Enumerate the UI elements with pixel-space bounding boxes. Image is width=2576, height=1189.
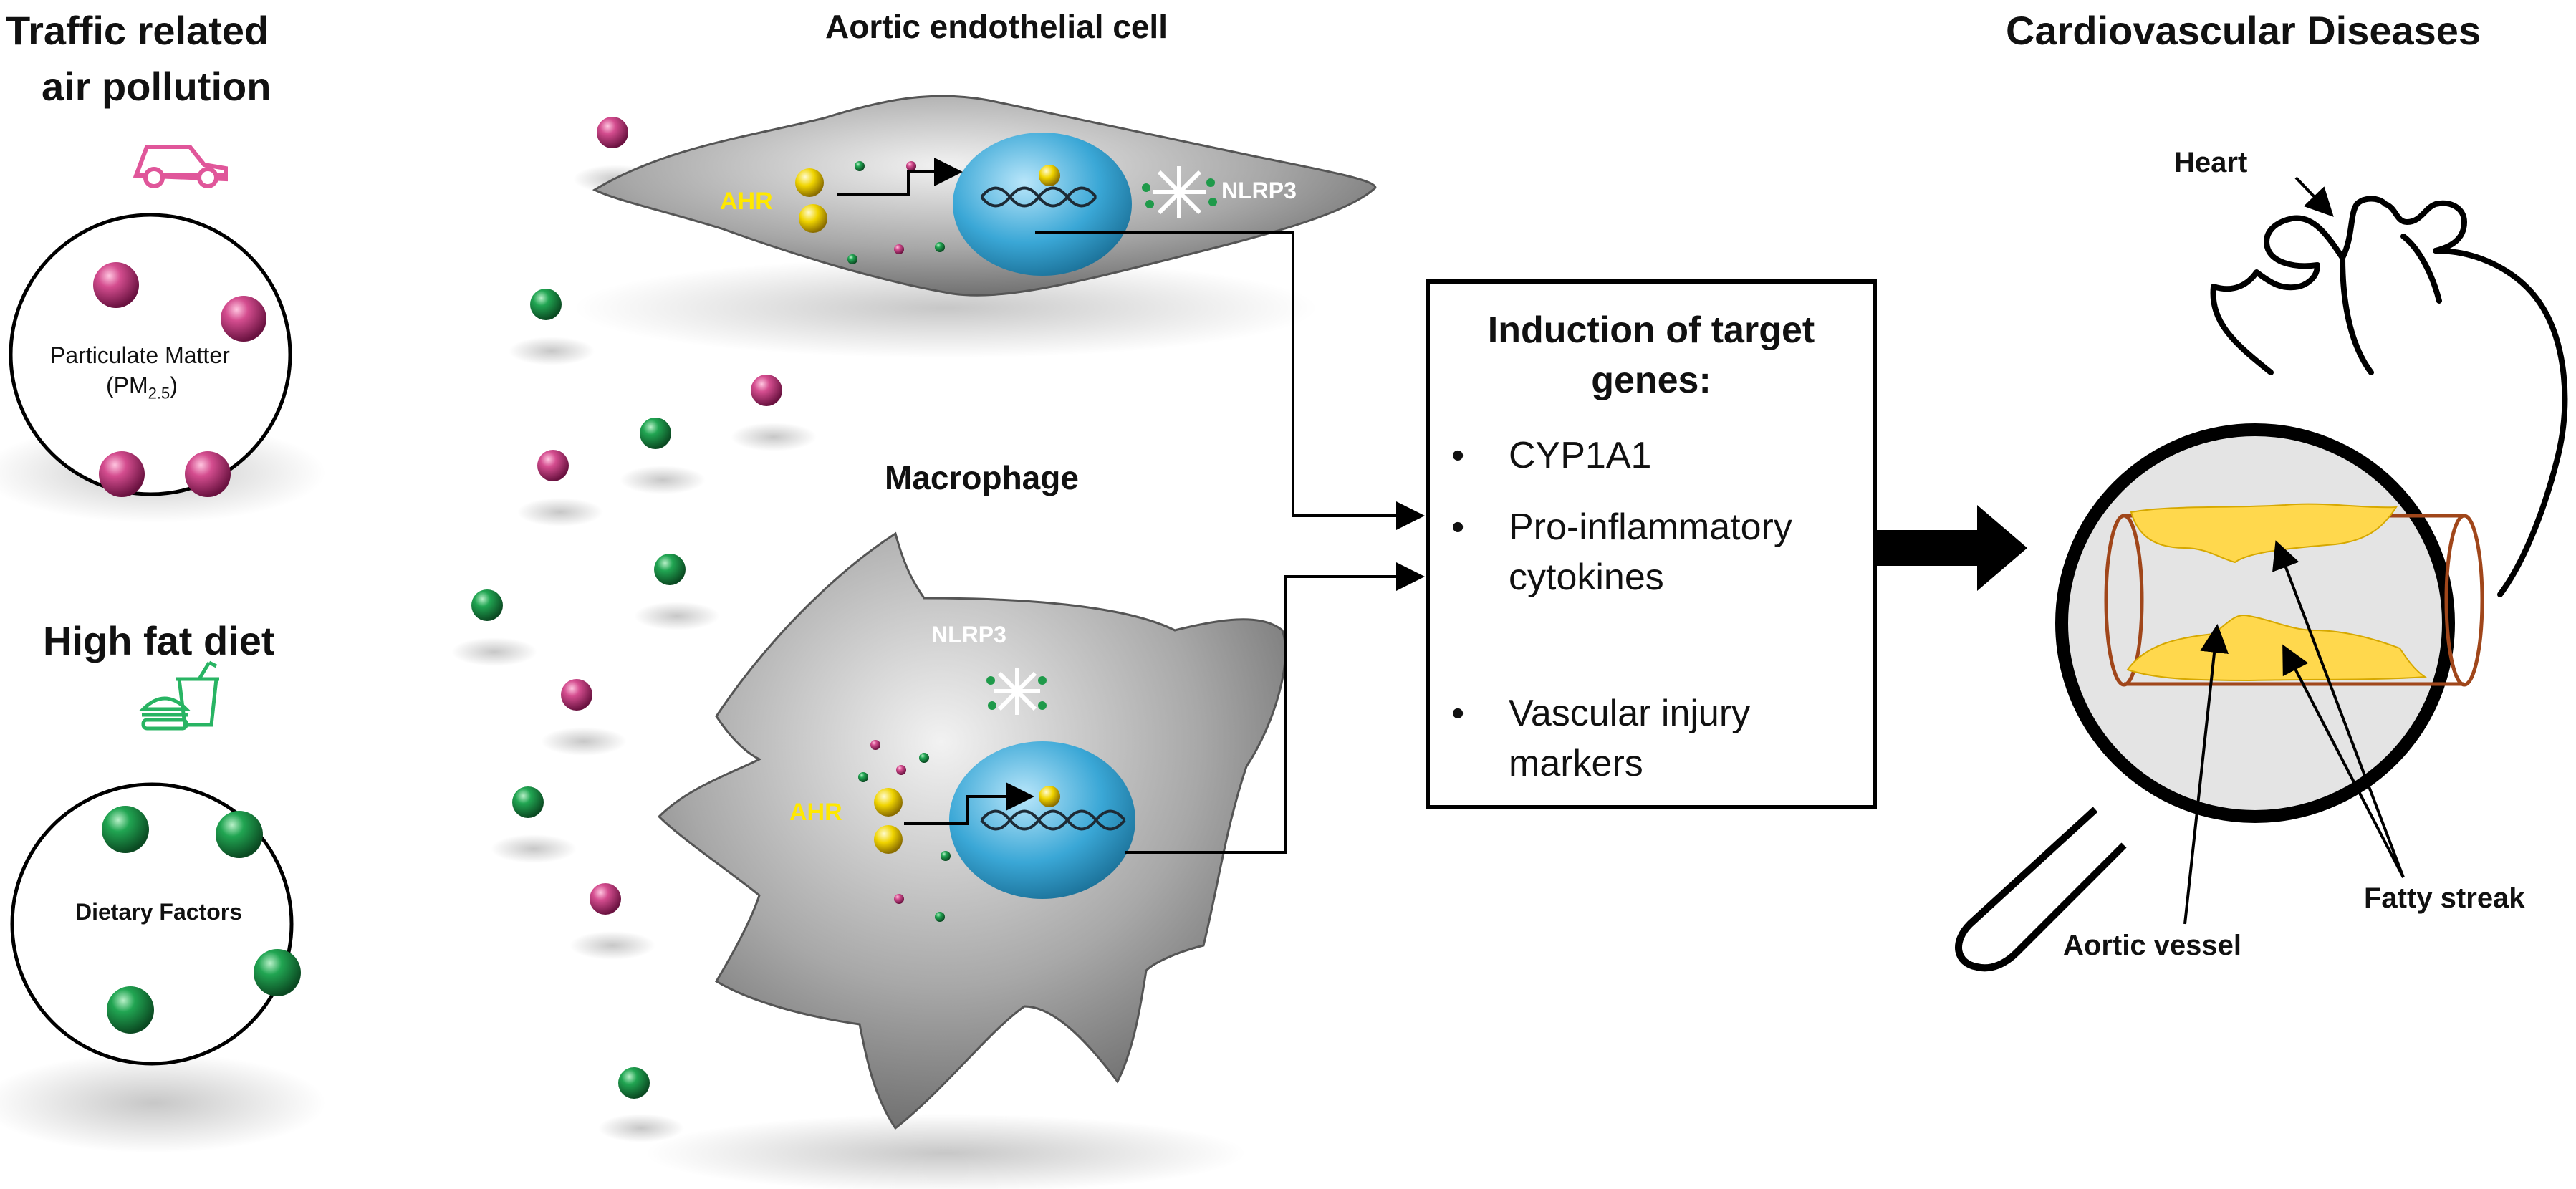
macrophage-nlrp3-label: NLRP3 — [931, 622, 1006, 648]
pm-label-line2: (PM2.5) — [106, 372, 178, 403]
fatty-streak-label: Fatty streak — [2364, 882, 2525, 914]
endothelial-nlrp3-label: NLRP3 — [1221, 178, 1297, 203]
car-icon — [133, 145, 228, 188]
diet-label: Dietary Factors — [75, 899, 242, 925]
target-gene-item-3: Vascular injury markers — [1509, 693, 1751, 784]
fast-food-icon — [138, 660, 219, 731]
macrophage-to-box-line — [1125, 562, 1425, 854]
heart-label: Heart — [2174, 147, 2248, 178]
pm-circle — [9, 213, 292, 496]
label-pointer-arrows — [2183, 176, 2405, 925]
macrophage-ahr-label: AHR — [789, 799, 842, 826]
target-genes-box: Induction of target genes: • CYP1A1 • Pr… — [1426, 279, 1877, 809]
traffic-title-line1: Traffic related — [6, 8, 269, 53]
cvd-title: Cardiovascular Diseases — [2006, 8, 2481, 53]
endothelial-nlrp3-icon — [1153, 166, 1206, 218]
endothelial-ahr-arrow — [837, 158, 963, 196]
big-right-arrow — [1877, 505, 2027, 591]
fatty-streak-top — [2130, 503, 2398, 564]
endothelial-title: Aortic endothelial cell — [825, 8, 1168, 45]
macrophage-nlrp3-icon — [994, 668, 1040, 715]
pm-label-subscript: 2.5 — [148, 384, 170, 403]
target-gene-item-2: Pro-inflammatory cytokines — [1509, 506, 1792, 598]
bullet-3: • — [1451, 693, 1465, 734]
heart-drawing — [2210, 196, 2568, 597]
endothelial-ahr-label: AHR — [720, 188, 773, 215]
endothelial-nucleus — [953, 133, 1132, 276]
pm-label-line1: Particulate Matter — [50, 342, 230, 368]
macrophage-ahr-arrow — [904, 782, 1034, 825]
diet-circle-shadow — [0, 1053, 326, 1153]
endothelial-to-box-line — [1035, 231, 1425, 530]
pm-label-suffix: ) — [170, 372, 178, 398]
target-genes-title: Induction of target genes: — [1487, 309, 1815, 401]
diet-circle — [10, 782, 294, 1066]
aortic-vessel-label: Aortic vessel — [2063, 930, 2242, 961]
pm-label-prefix: (PM — [106, 372, 148, 398]
bullet-1: • — [1451, 435, 1465, 476]
diet-title: High fat diet — [43, 618, 275, 663]
diet-particles — [102, 806, 301, 1034]
target-gene-item-1: CYP1A1 — [1509, 435, 1652, 476]
endothelial-small-particles — [847, 161, 945, 264]
macrophage-title: Macrophage — [885, 459, 1079, 496]
macrophage-nucleus — [949, 741, 1135, 899]
pm-particles — [93, 262, 266, 497]
bullet-2: • — [1451, 506, 1465, 548]
endothelial-dna — [980, 186, 1097, 208]
macrophage-small-particles — [858, 740, 951, 922]
traffic-title-line2: air pollution — [42, 64, 271, 109]
macrophage-dna — [980, 809, 1126, 831]
